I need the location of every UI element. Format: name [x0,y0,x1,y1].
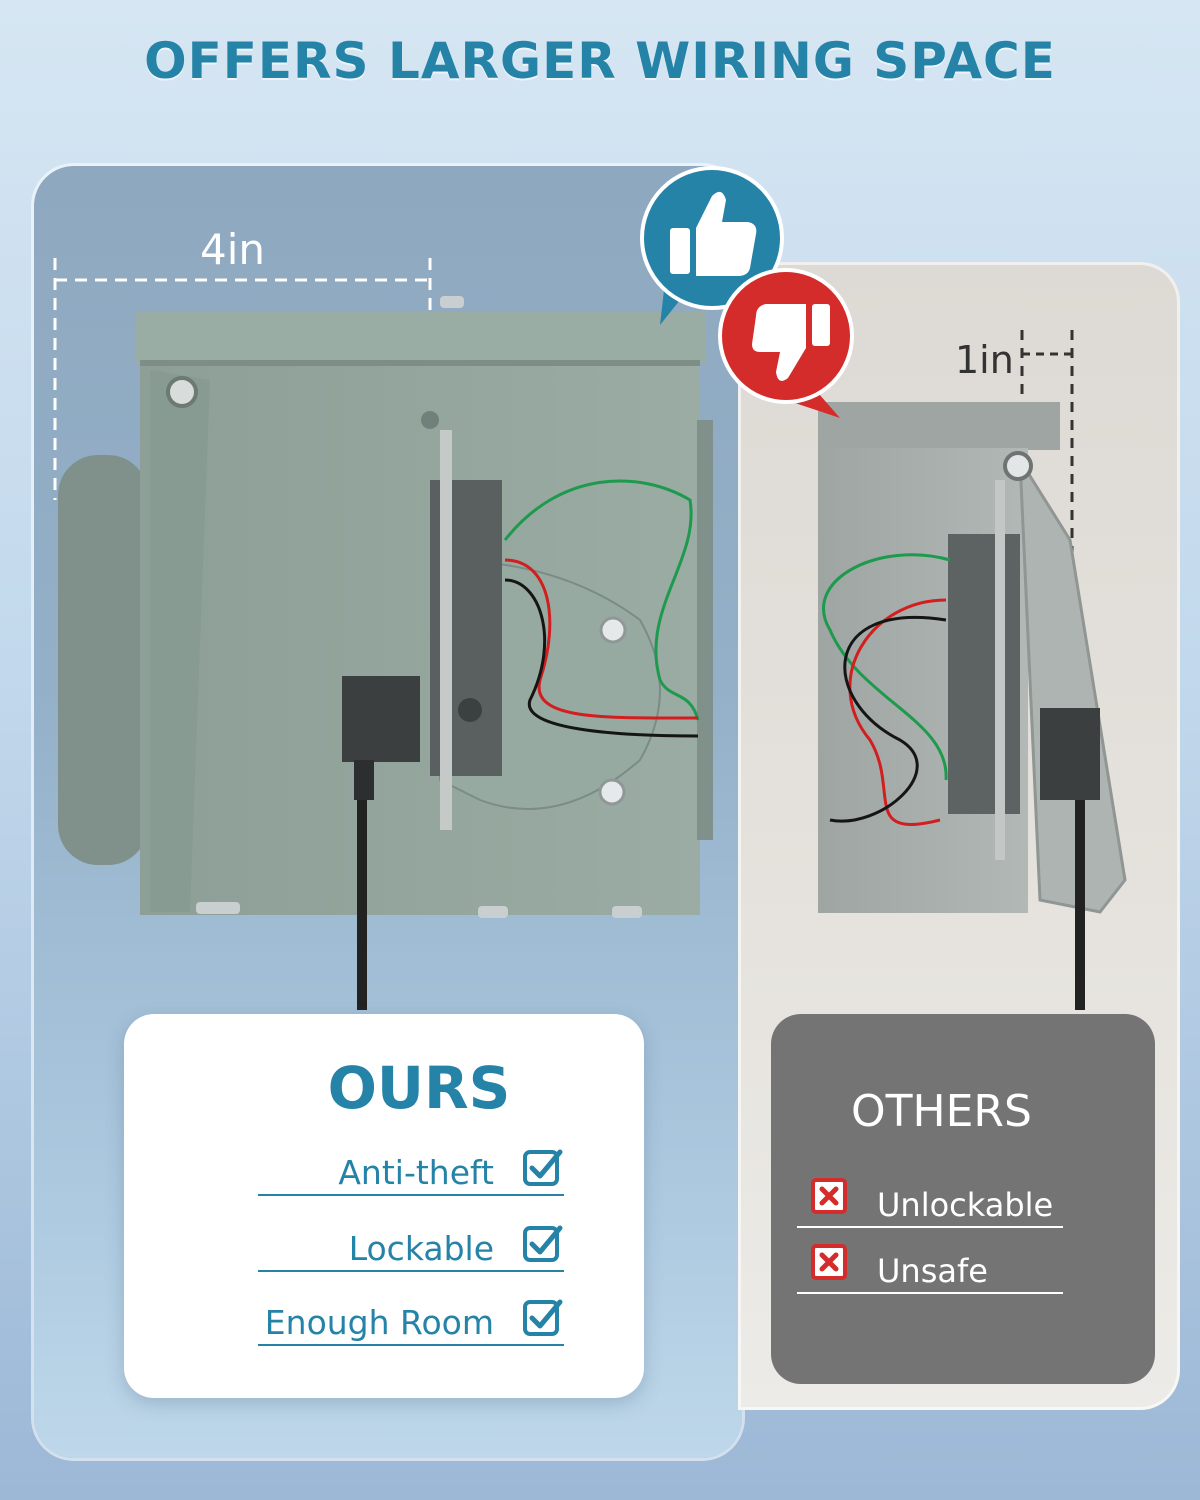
drawback-row-unsafe: Unsafe [797,1244,1063,1294]
others-card: OTHERS Unlockable Unsafe [771,1014,1155,1384]
ours-title: OURS [327,1054,511,1122]
thumbs-up-icon [640,166,784,325]
x-box-icon [811,1178,847,1214]
feature-row-anti-theft: Anti-theft [258,1149,564,1196]
page-headline: OFFERS LARGER WIRING SPACE [144,32,1056,90]
ours-card: OURS Anti-theft Lockable Enough Room [124,1014,644,1398]
checkbox-checked-icon [523,1299,563,1336]
checkbox-checked-icon [523,1225,563,1262]
feature-label: Enough Room [264,1303,494,1342]
others-enclosure [818,330,1127,1010]
checkbox-checked-icon [523,1149,563,1186]
feature-row-enough-room: Enough Room [258,1299,564,1346]
feature-label: Lockable [348,1229,494,1268]
drawback-label: Unsafe [877,1252,988,1290]
x-box-icon [811,1244,847,1280]
others-title: OTHERS [851,1086,1032,1137]
ours-enclosure [53,258,713,1010]
drawback-label: Unlockable [877,1186,1054,1224]
drawback-row-unlockable: Unlockable [797,1178,1063,1228]
feature-label: Anti-theft [338,1153,494,1192]
feature-row-lockable: Lockable [258,1225,564,1272]
others-dimension-label: 1in [955,338,1014,382]
thumbs-down-icon [718,268,854,418]
ours-dimension-label: 4in [200,225,266,274]
